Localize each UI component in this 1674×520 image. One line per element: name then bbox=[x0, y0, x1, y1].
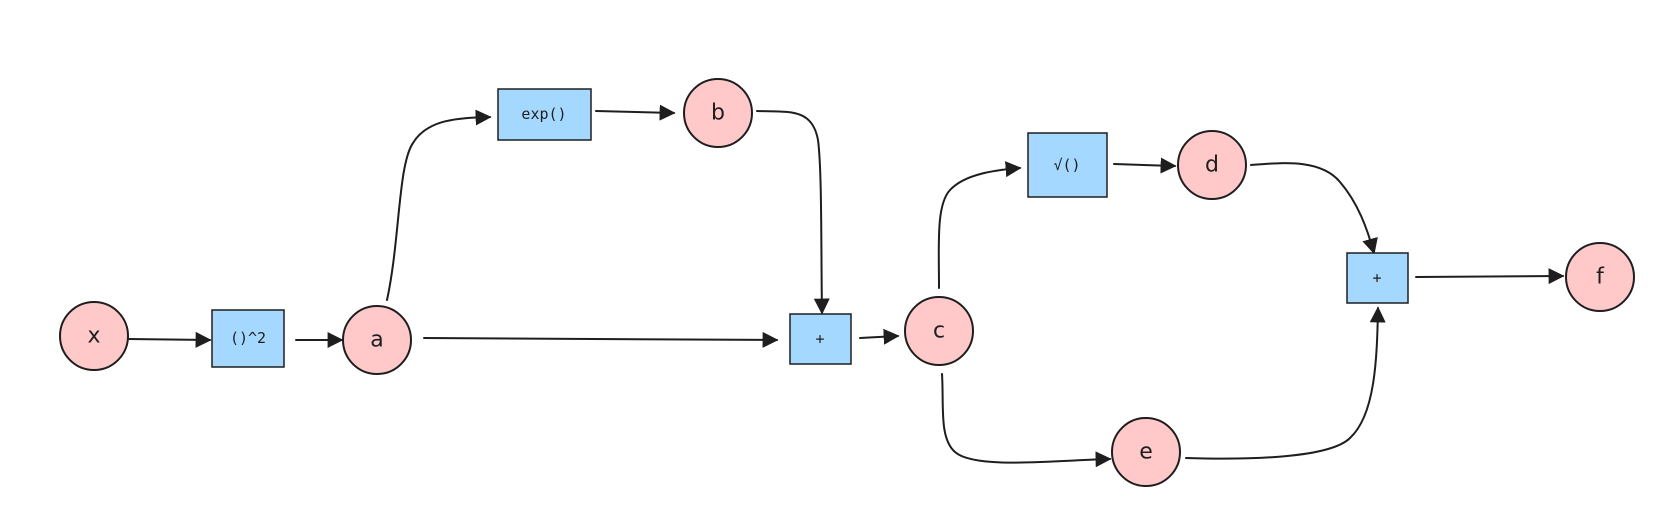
edge-a-to-add1 bbox=[423, 331, 779, 348]
node-label: exp() bbox=[521, 105, 566, 123]
node-square: ()^2 bbox=[211, 309, 285, 368]
edge-c-to-e bbox=[941, 373, 1112, 468]
node-label: x bbox=[87, 324, 100, 349]
node-f: f bbox=[1565, 242, 1635, 312]
node-e: e bbox=[1111, 417, 1181, 487]
node-sqrt: √() bbox=[1027, 132, 1108, 198]
edge-sqrt-to-d bbox=[1113, 157, 1177, 174]
variable-circle bbox=[1111, 417, 1181, 487]
variable-circle bbox=[342, 305, 412, 375]
variable-circle bbox=[1565, 242, 1635, 312]
operation-box bbox=[1346, 252, 1409, 304]
node-label: + bbox=[815, 330, 824, 348]
node-x: x bbox=[59, 301, 129, 371]
node-label: ()^2 bbox=[230, 329, 266, 347]
edge-add2-to-f bbox=[1415, 268, 1565, 285]
variable-circle bbox=[59, 301, 129, 371]
edge-a-to-exp bbox=[386, 109, 492, 301]
operation-box bbox=[211, 309, 285, 368]
edge-c-to-sqrt bbox=[937, 161, 1022, 289]
edge-x-to-square bbox=[127, 331, 212, 348]
node-label: d bbox=[1205, 153, 1219, 178]
node-c: c bbox=[904, 296, 974, 366]
node-exp: exp() bbox=[497, 88, 592, 141]
node-label: √() bbox=[1053, 156, 1080, 174]
node-b: b bbox=[683, 78, 753, 148]
edges bbox=[127, 104, 1565, 468]
edge-exp-to-b bbox=[595, 104, 676, 121]
node-label: e bbox=[1139, 440, 1153, 465]
edge-e-to-add2 bbox=[1185, 306, 1386, 460]
node-label: b bbox=[711, 101, 725, 126]
edge-add1-to-c bbox=[859, 328, 900, 345]
node-label: a bbox=[370, 328, 383, 353]
node-label: + bbox=[1372, 269, 1381, 287]
edge-d-to-add2 bbox=[1250, 162, 1378, 255]
edge-b-to-add1 bbox=[756, 110, 830, 315]
variable-circle bbox=[904, 296, 974, 366]
node-label: c bbox=[933, 319, 945, 344]
node-add2: + bbox=[1346, 252, 1409, 304]
node-add1: + bbox=[789, 313, 852, 365]
node-d: d bbox=[1177, 130, 1247, 200]
operation-box bbox=[497, 88, 592, 141]
variable-circle bbox=[683, 78, 753, 148]
variable-circle bbox=[1177, 130, 1247, 200]
node-a: a bbox=[342, 305, 412, 375]
node-label: f bbox=[1596, 265, 1605, 290]
operation-box bbox=[789, 313, 852, 365]
operation-box bbox=[1027, 132, 1108, 198]
